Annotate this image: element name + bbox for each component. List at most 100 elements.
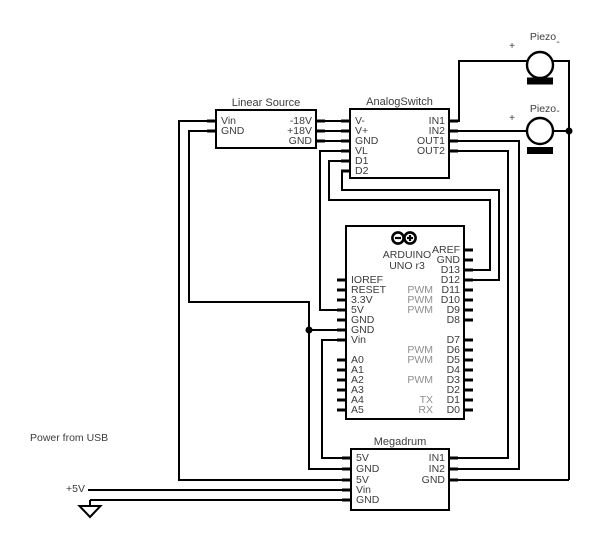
- pin-left-vin[interactable]: Vin: [356, 485, 371, 496]
- piezo-top-plus-sign: +: [509, 41, 515, 52]
- pin-label: D2: [446, 384, 460, 396]
- pin-right-d2[interactable]: D2: [438, 385, 460, 396]
- pin-right-d8[interactable]: D8: [438, 315, 460, 326]
- pin-right-out2[interactable]: OUT2: [417, 146, 445, 157]
- pin-left-a1[interactable]: A1: [351, 365, 364, 376]
- pin-left-vin[interactable]: Vin: [221, 116, 236, 127]
- pin-label: GND: [355, 135, 379, 147]
- pin-right-in2[interactable]: IN2: [423, 126, 445, 137]
- pin-label: IN1: [428, 452, 445, 464]
- pin-right--18v[interactable]: -18V: [290, 116, 312, 127]
- pin-label: GND: [421, 474, 445, 486]
- pin-left-gnd[interactable]: GND: [351, 315, 374, 326]
- pin-right-gnd[interactable]: GND: [289, 136, 312, 147]
- power-from-usb-note: Power from USB: [30, 432, 109, 444]
- pin-label: -18V: [289, 115, 312, 127]
- pin-right-+18v[interactable]: +18V: [287, 126, 312, 137]
- arduino-brand-label: ARDUINO: [382, 249, 432, 261]
- pin-label: GND: [351, 314, 375, 326]
- pin-left-a5[interactable]: A5: [351, 405, 364, 416]
- piezo-bottom-label: Piezo: [529, 103, 557, 115]
- pin-label: OUT1: [416, 135, 445, 147]
- pin-left-gnd[interactable]: GND: [221, 126, 244, 137]
- pin-label: GND: [356, 463, 380, 475]
- wire-out1-in2[interactable]: [450, 139, 521, 471]
- pin-right-in1[interactable]: IN1: [423, 453, 445, 464]
- pin-right-in2[interactable]: IN2: [423, 464, 445, 475]
- pin-left-a2[interactable]: A2: [351, 375, 364, 386]
- pin-left-ioref[interactable]: IOREF: [351, 275, 383, 286]
- pin-left-v-[interactable]: V-: [355, 116, 365, 127]
- pin-label: D0: [446, 404, 460, 416]
- pin-right-out1[interactable]: OUT1: [417, 136, 445, 147]
- junction-dot-piezo: [565, 127, 573, 135]
- pin-left-gnd[interactable]: GND: [355, 136, 378, 147]
- pin-right-aref[interactable]: AREF: [432, 245, 460, 256]
- pin-right-in1[interactable]: IN1: [423, 116, 445, 127]
- pin-label: GND: [221, 125, 245, 137]
- pin-left-reset[interactable]: RESET: [351, 285, 386, 296]
- piezo-top-disc[interactable]: [525, 50, 555, 80]
- pin-left-vl[interactable]: VL: [355, 146, 368, 157]
- pin-right-d13[interactable]: D13: [438, 265, 460, 276]
- wire-vin-md5v[interactable]: [320, 338, 350, 460]
- pin-left-5v[interactable]: 5V: [356, 453, 369, 464]
- wire-d1-d13[interactable]: [327, 159, 492, 272]
- pin-label: Vin: [351, 334, 366, 346]
- pin-left-gnd[interactable]: GND: [356, 495, 379, 506]
- pin-right-gnd[interactable]: GND: [422, 475, 445, 486]
- pin-left-d2[interactable]: D2: [355, 166, 368, 177]
- junction-dot-gnd: [305, 326, 313, 334]
- pin-label: D1: [446, 394, 460, 406]
- pin-left-5v[interactable]: 5V: [351, 305, 364, 316]
- arduino-power-logo-icon: [391, 231, 417, 245]
- wire-lsvin-md5v[interactable]: [177, 119, 350, 482]
- pin-left-gnd[interactable]: GND: [356, 464, 379, 475]
- pin-label: AREF: [431, 244, 460, 256]
- pin-left-d1[interactable]: D1: [355, 156, 368, 167]
- wire-vl-5v[interactable]: [318, 149, 349, 312]
- piezo-bottom-disc[interactable]: [525, 116, 555, 146]
- wire-out2-in1[interactable]: [450, 149, 510, 460]
- arduino-model-label: UNO r3: [389, 260, 425, 272]
- wire-in1-piezo1[interactable]: [450, 59, 527, 123]
- pin-right-d7[interactable]: D7: [438, 335, 460, 346]
- pin-left-a3[interactable]: A3: [351, 385, 364, 396]
- pin-left-a0[interactable]: A0: [351, 355, 364, 366]
- pin-label: A1: [351, 364, 364, 376]
- wire-piezo1-neg[interactable]: [553, 59, 571, 480]
- pin-label: V-: [355, 115, 365, 127]
- pin-label: D7: [446, 334, 460, 346]
- piezo-top-base: [527, 77, 553, 85]
- pin-left-a4[interactable]: A4: [351, 395, 364, 406]
- pin-label: D10: [440, 294, 460, 306]
- pin-left-vin[interactable]: Vin: [351, 335, 366, 346]
- pin-left-5v[interactable]: 5V: [356, 475, 369, 486]
- pin-right-d4[interactable]: D4: [438, 365, 460, 376]
- pin-label: GND: [351, 324, 375, 336]
- pin-label: IOREF: [351, 274, 384, 286]
- component-title: Linear Source: [231, 97, 301, 109]
- pin-right-d12[interactable]: D12: [438, 275, 460, 286]
- plus-5v-label: +5V: [66, 483, 85, 495]
- wire-gnd-bus[interactable]: [187, 129, 350, 471]
- piezo-bottom-base: [527, 147, 553, 154]
- pin-left-gnd[interactable]: GND: [351, 325, 374, 336]
- pin-left-3.3v[interactable]: 3.3V: [351, 295, 373, 306]
- pin-right-gnd[interactable]: GND: [437, 255, 460, 266]
- ground-symbol-icon[interactable]: [77, 505, 103, 519]
- pin-left-v+[interactable]: V+: [355, 126, 368, 137]
